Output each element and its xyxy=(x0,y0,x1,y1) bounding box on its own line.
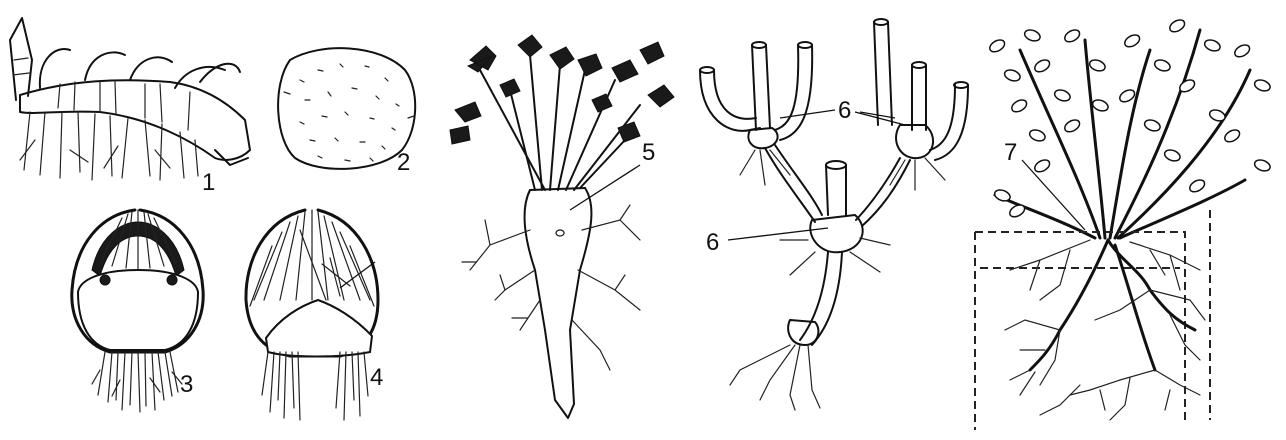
corm-tulip-drawing xyxy=(246,210,378,420)
rhizome-drawing xyxy=(10,18,250,180)
label-1: 1 xyxy=(202,169,215,196)
taproot-drawing xyxy=(450,35,674,418)
label-3: 3 xyxy=(180,371,193,398)
label-6-top: 6 xyxy=(838,97,851,124)
stolon-drawing xyxy=(700,19,968,410)
tuber-drawing xyxy=(278,48,415,169)
label-2: 2 xyxy=(397,149,410,176)
label-7: 7 xyxy=(1004,139,1017,166)
leader-6a-1 xyxy=(780,110,835,118)
leader-6a-2 xyxy=(855,112,905,125)
label-6-bottom: 6 xyxy=(706,229,719,256)
fibrous-root-plant-drawing xyxy=(975,20,1270,430)
label-4: 4 xyxy=(370,364,383,391)
label-5: 5 xyxy=(642,139,655,166)
